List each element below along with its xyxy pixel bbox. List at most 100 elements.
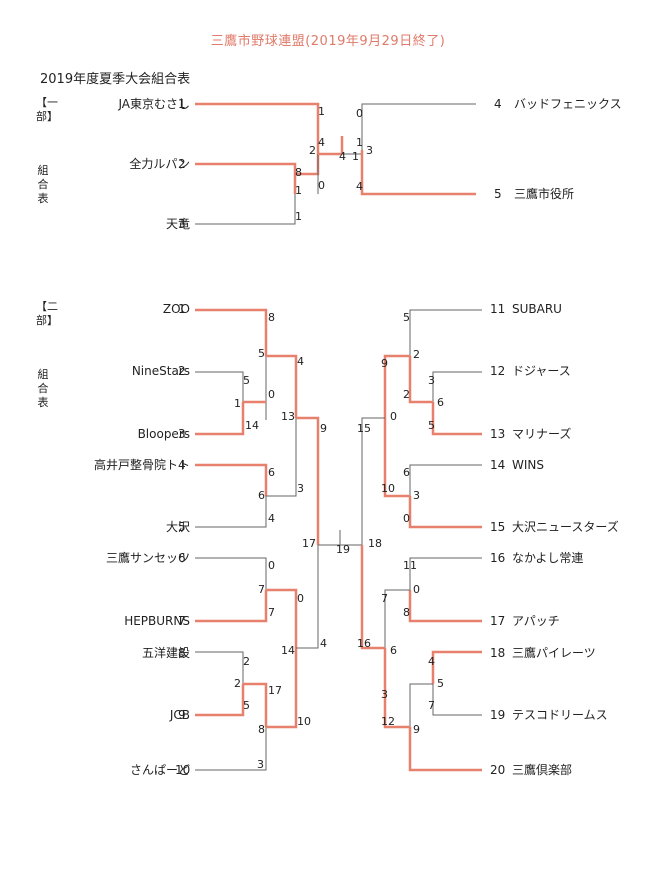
d2-team-seed: 9 xyxy=(178,708,186,722)
d2-team-seed: 11 xyxy=(490,302,506,316)
d2-score: 3 xyxy=(413,489,420,502)
d1-score: 0 xyxy=(318,179,325,192)
page-title: 三鷹市野球連盟(2019年9月29日終了) xyxy=(210,34,446,49)
winner-bracket-line xyxy=(408,727,482,772)
bracket-line xyxy=(266,418,297,497)
d2-team-name: SUBARU xyxy=(512,302,562,316)
d2-team-name: なかよし常連 xyxy=(512,551,584,565)
winner-bracket-line xyxy=(195,308,268,356)
d2-score: 8 xyxy=(268,311,275,324)
d2-score: 0 xyxy=(268,559,275,572)
winner-bracket-line xyxy=(408,496,482,529)
d2-team-seed: 6 xyxy=(178,551,186,565)
d1-team-name: 三鷹市役所 xyxy=(514,187,575,201)
d2-team-name: 三鷹サンセッツ xyxy=(105,551,190,565)
d2-score: 14 xyxy=(281,644,295,657)
bracket-line xyxy=(409,683,433,727)
d2-score: 3 xyxy=(381,688,388,701)
d1-score: 4 xyxy=(339,150,346,163)
d2-score: 6 xyxy=(258,489,265,502)
winner-bracket-line xyxy=(243,682,268,727)
d2-score: 5 xyxy=(437,677,444,690)
d2-score: 5 xyxy=(258,347,265,360)
d1-score: 1 xyxy=(356,136,363,149)
d2-score: 3 xyxy=(428,374,435,387)
d2-score: 5 xyxy=(243,699,250,712)
d2-team-seed: 20 xyxy=(490,763,506,777)
winner-bracket-line xyxy=(360,545,385,650)
winner-bracket-line xyxy=(266,648,298,729)
d2-score: 8 xyxy=(403,606,410,619)
d1-score: 1 xyxy=(295,184,302,197)
bracket-line xyxy=(195,651,244,684)
d2-score: 5 xyxy=(403,311,410,324)
d2-team-name: 高井戸整骨院トト xyxy=(93,458,190,472)
d2-team-name: アパッチ xyxy=(512,614,560,628)
d2-team-seed: 14 xyxy=(490,458,506,472)
d1-team-seed: 5 xyxy=(494,187,502,201)
bracket-line xyxy=(361,103,476,150)
d2-score: 10 xyxy=(297,715,311,728)
d2-team-name: さんぱーど xyxy=(129,763,190,777)
bracket-line xyxy=(432,684,482,716)
d1-score: 1 xyxy=(352,150,359,163)
d2-score: 7 xyxy=(268,606,275,619)
bracket-line xyxy=(296,545,319,649)
d2-score: 0 xyxy=(390,410,397,423)
d2-score: 0 xyxy=(268,388,275,401)
bracket-line xyxy=(195,496,267,528)
d2-score: 7 xyxy=(381,592,388,605)
d2-score: 9 xyxy=(381,357,388,370)
d1-score: 2 xyxy=(309,144,316,157)
d2-score: 10 xyxy=(381,482,395,495)
winner-bracket-line xyxy=(383,354,410,418)
winner-bracket-line xyxy=(266,588,298,648)
bracket-subtitle: 2019年度夏季大会組合表 xyxy=(40,72,191,87)
d2-score: 9 xyxy=(413,723,420,736)
d2-score: 8 xyxy=(258,723,265,736)
d2-team-name: 五洋建設 xyxy=(141,646,190,660)
d2-score: 4 xyxy=(428,655,435,668)
d2-team-seed: 19 xyxy=(490,708,506,722)
d2-team-name: HEPBURNS xyxy=(124,614,190,628)
d2-team-seed: 2 xyxy=(178,364,186,378)
winner-bracket-line xyxy=(383,418,410,498)
d2-team-seed: 15 xyxy=(490,520,506,534)
d2-team-name: JCB xyxy=(169,708,190,722)
bracket-line xyxy=(195,727,267,771)
bracket-line xyxy=(432,371,482,402)
d1-score: 1 xyxy=(318,105,325,118)
d2-score: 12 xyxy=(381,715,395,728)
d1-team-seed: 3 xyxy=(178,217,186,231)
d2-score: 6 xyxy=(403,466,410,479)
bracket-line xyxy=(384,589,410,648)
d2-team-name: マリナーズ xyxy=(512,427,572,441)
d2-score: 0 xyxy=(297,592,304,605)
d1-team-name: 天竜 xyxy=(165,217,190,231)
d2-team-name: NineStars xyxy=(131,364,190,378)
d2-score: 2 xyxy=(243,655,250,668)
d2-score: 11 xyxy=(403,559,417,572)
d1-team-name: バッドフェニックス xyxy=(514,97,622,111)
d1-team-seed: 1 xyxy=(178,97,186,111)
d2-score: 2 xyxy=(234,677,241,690)
winner-bracket-line xyxy=(195,684,245,717)
d2-team-name: 大沢ニュースターズ xyxy=(512,520,619,534)
d2-score: 3 xyxy=(297,482,304,495)
d2-team-seed: 17 xyxy=(490,614,506,628)
d1-score: 1 xyxy=(295,210,302,223)
d1-team-name: JA東京むさし xyxy=(118,97,190,111)
winner-bracket-line xyxy=(195,102,320,154)
winner-bracket-line xyxy=(195,590,268,623)
d2-score: 7 xyxy=(258,583,265,596)
d1-team-seed: 4 xyxy=(494,97,502,111)
d2-score: 6 xyxy=(437,396,444,409)
d2-score: 6 xyxy=(390,644,397,657)
d1-score: 4 xyxy=(356,180,363,193)
d2-score: 4 xyxy=(320,637,327,650)
d2-team-name: 大沢 xyxy=(165,520,190,534)
winner-bracket-line xyxy=(195,402,245,436)
d2-team-seed: 10 xyxy=(175,763,191,777)
d2-team-name: WINS xyxy=(512,458,544,472)
d2-score: 4 xyxy=(297,355,304,368)
